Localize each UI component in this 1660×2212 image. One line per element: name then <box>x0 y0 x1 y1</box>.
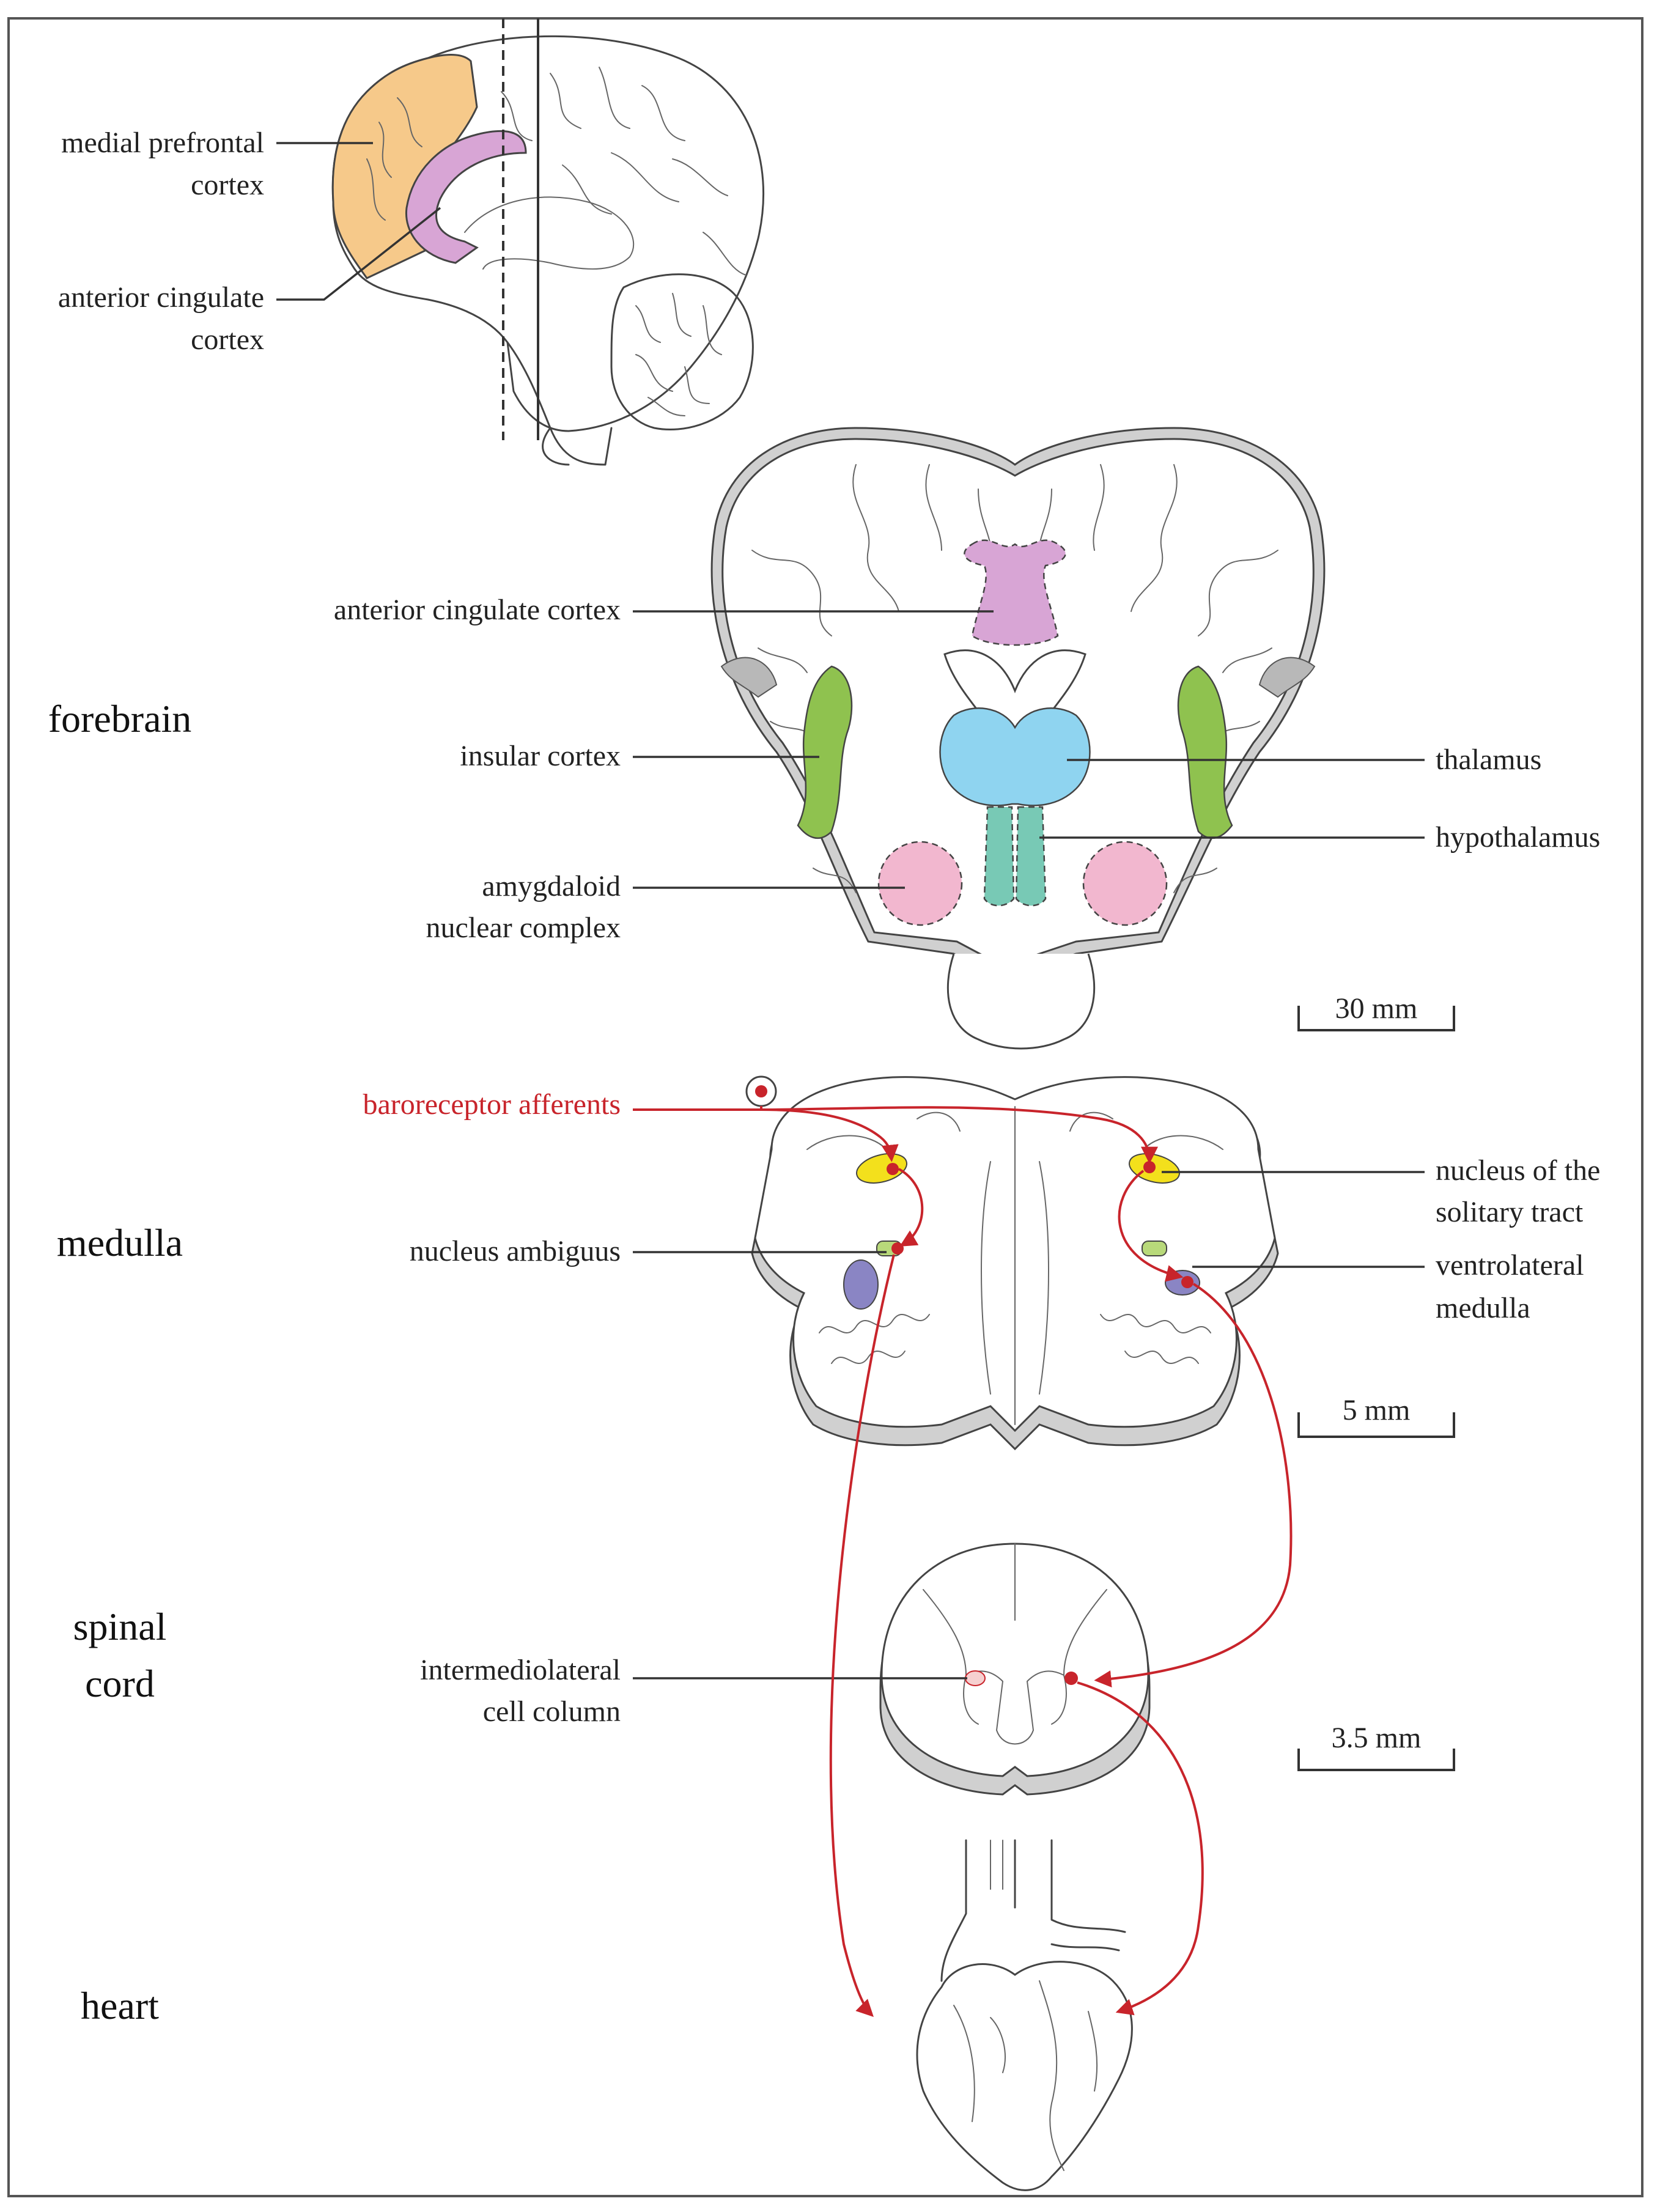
iml-left <box>965 1670 986 1686</box>
label-sag-cingulate-2: cortex <box>191 323 264 356</box>
label-sag-cingulate-1: anterior cingulate <box>58 281 264 314</box>
hypothalamus-shape <box>983 806 1047 907</box>
label-thalamus: thalamus <box>1436 743 1541 776</box>
spinal-cord-section <box>879 1543 1151 1796</box>
label-nts-1: nucleus of the <box>1436 1154 1600 1187</box>
heart-drawing <box>916 1839 1133 2191</box>
label-iml-1: intermediolateral <box>420 1654 621 1686</box>
label-medial-prefrontal-1: medial prefrontal <box>61 127 264 159</box>
sagittal-anterior-cingulate <box>405 130 527 264</box>
label-vlm-1: ventrolateral <box>1436 1249 1584 1281</box>
label-medial-prefrontal-2: cortex <box>191 169 264 201</box>
scale-bar-3-5mm: 3.5 mm <box>1297 1722 1455 1771</box>
insula-left <box>797 665 853 839</box>
baroreflex-pathway <box>633 1075 1293 2017</box>
vlm-left <box>843 1259 879 1310</box>
level-medulla: medulla <box>57 1221 183 1264</box>
label-vlm-2: medulla <box>1436 1292 1530 1324</box>
label-amygdaloid-2: nuclear complex <box>426 912 621 944</box>
amygdala-right <box>1082 841 1168 926</box>
scale-label-5mm: 5 mm <box>1343 1394 1411 1426</box>
amygdala-left <box>877 841 963 926</box>
level-spinal: spinal <box>73 1605 167 1648</box>
ambiguus-right <box>1142 1241 1167 1256</box>
label-coronal-cingulate: anterior cingulate cortex <box>334 594 621 626</box>
label-ambiguus: nucleus ambiguus <box>410 1235 621 1267</box>
medulla-section <box>751 1076 1279 1451</box>
level-heart: heart <box>81 1984 159 2027</box>
label-iml-2: cell column <box>483 1695 621 1728</box>
label-hypothalamus: hypothalamus <box>1436 821 1600 853</box>
coronal-anterior-cingulate <box>964 539 1066 646</box>
scale-bar-30mm: 30 mm <box>1297 992 1455 1031</box>
label-amygdaloid-1: amygdaloid <box>482 870 621 902</box>
label-insular: insular cortex <box>460 740 621 772</box>
medial-prefrontal-region <box>331 54 478 279</box>
figure-frame <box>7 17 1643 2197</box>
thalamus-shape <box>939 707 1091 806</box>
level-forebrain: forebrain <box>48 697 192 740</box>
label-nts-2: solitary tract <box>1436 1196 1584 1228</box>
scale-label-30mm: 30 mm <box>1335 992 1418 1025</box>
coronal-section <box>710 427 1326 1050</box>
level-cord: cord <box>85 1662 155 1705</box>
label-baroreceptor: baroreceptor afferents <box>363 1088 621 1121</box>
leader-sag-cingulate <box>276 207 441 301</box>
scale-label-3-5mm: 3.5 mm <box>1332 1722 1422 1754</box>
sagittal-brain <box>331 18 765 466</box>
scale-bar-5mm: 5 mm <box>1297 1394 1455 1438</box>
